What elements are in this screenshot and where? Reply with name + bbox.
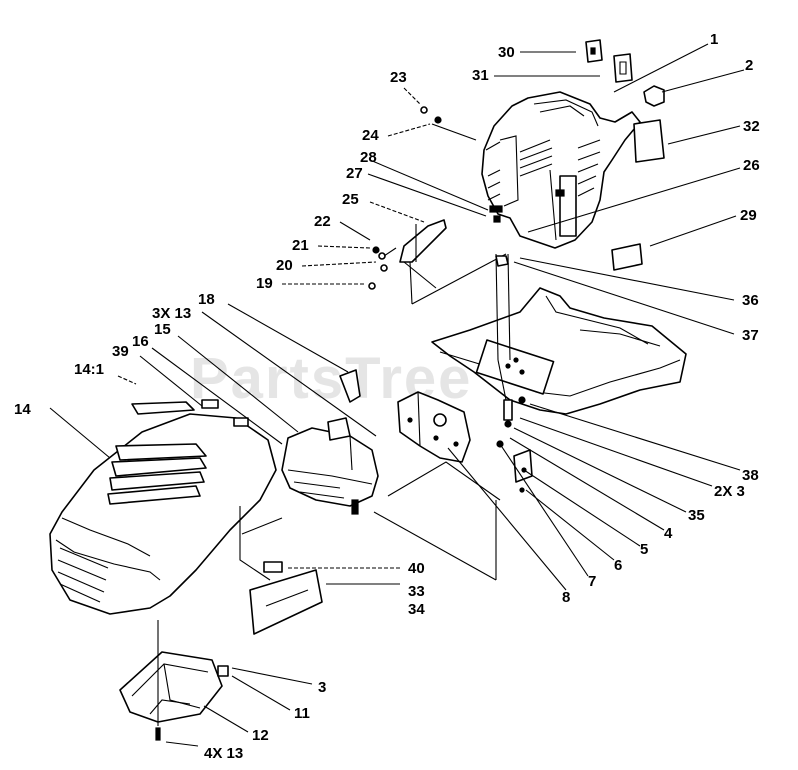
callout-5: 5	[640, 541, 648, 558]
callout-15: 15	[154, 321, 171, 338]
callouts: 1 2 30 31 32 23 24 28 27 26 25 29 22 21 …	[14, 31, 760, 762]
callout-36: 36	[742, 292, 759, 309]
callout-21: 21	[292, 237, 309, 254]
callout-2: 2	[745, 57, 753, 74]
callout-37: 37	[742, 327, 759, 344]
callout-4x13: 4X 13	[204, 745, 243, 762]
callout-27: 27	[346, 165, 363, 182]
dash-console	[481, 91, 641, 249]
callout-31: 31	[472, 67, 489, 84]
callout-6: 6	[614, 557, 622, 574]
callout-2x3: 2X 3	[714, 483, 745, 500]
callout-1: 1	[710, 31, 718, 48]
callout-24: 24	[362, 127, 379, 144]
decals-top	[585, 39, 665, 271]
callout-3x13: 3X 13	[152, 305, 191, 322]
callout-33: 33	[408, 583, 425, 600]
hood-decals	[249, 561, 323, 635]
callout-29: 29	[740, 207, 757, 224]
callout-3: 3	[318, 679, 326, 696]
callout-25: 25	[342, 191, 359, 208]
callout-35: 35	[688, 507, 705, 524]
callout-30: 30	[498, 44, 515, 61]
shift-rod	[495, 253, 526, 448]
callout-18: 18	[198, 291, 215, 308]
throttle-linkage	[368, 106, 507, 305]
callout-40: 40	[408, 560, 425, 577]
air-scoop	[119, 651, 229, 741]
callout-32: 32	[743, 118, 760, 135]
hood-bracket	[339, 369, 533, 493]
callout-38: 38	[742, 467, 759, 484]
callout-12: 12	[252, 727, 269, 744]
callout-19: 19	[256, 275, 273, 292]
callout-28: 28	[360, 149, 377, 166]
footrest-pan	[431, 287, 687, 415]
callout-34: 34	[408, 601, 425, 618]
callout-20: 20	[276, 257, 293, 274]
callout-16: 16	[132, 333, 149, 350]
callout-23: 23	[390, 69, 407, 86]
leader-lines	[49, 43, 745, 747]
callout-22: 22	[314, 213, 331, 230]
callout-8: 8	[562, 589, 570, 606]
callout-7: 7	[588, 573, 596, 590]
callout-11: 11	[294, 705, 310, 722]
hood	[49, 399, 277, 615]
callout-26: 26	[743, 157, 760, 174]
callout-14: 14	[14, 401, 31, 418]
callout-14-1: 14:1	[74, 361, 104, 378]
hood-pod	[281, 417, 379, 515]
callout-4: 4	[664, 525, 673, 542]
callout-39: 39	[112, 343, 129, 360]
